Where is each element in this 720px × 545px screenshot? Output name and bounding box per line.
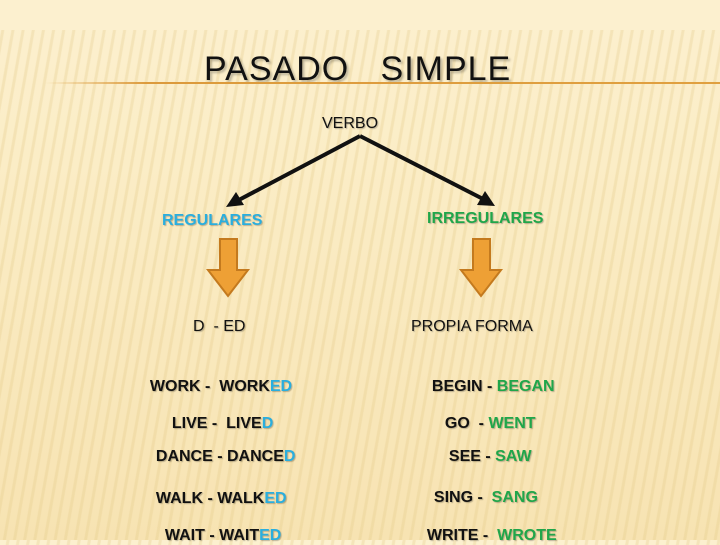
down-arrow-left-icon [205,238,251,298]
verb-past-ending: ED [264,490,287,507]
verb-past-ending: ED [259,527,282,544]
verb-past-stem: LIVE [226,415,262,432]
irregular-example: SEE - SAW [440,430,532,466]
branch-arrow-right-icon [359,134,495,206]
verb-past-ending: D [261,415,274,432]
regular-rule: D - ED [193,318,246,335]
verb-base: WRITE - [426,527,498,544]
verb-past: BEGAN [496,378,555,395]
irregular-example: GO - WENT [436,397,536,433]
verb-base: WORK - [149,378,220,395]
irregular-example: BEGIN - BEGAN [423,360,555,396]
verb-past: SANG [491,489,538,506]
regular-example: DANCE - DANCED [147,430,296,466]
verb-past: WROTE [497,527,557,544]
root-label: VERBO [322,115,379,132]
verb-base: BEGIN - [431,378,497,395]
irregular-rule: PROPIA FORMA [411,318,533,335]
verb-past-stem: WORK [219,378,270,395]
regular-example: WALK - WALKED [147,472,287,508]
verb-base: WALK - [155,490,218,507]
regular-example: LIVE - LIVED [163,397,273,433]
irregulares-label: IRREGULARES [427,210,544,227]
verb-base: WAIT - [164,527,220,544]
verb-base: LIVE - [171,415,227,432]
verb-base: DANCE - [155,448,227,465]
regulares-label: REGULARES [162,212,263,229]
top-band [0,0,720,30]
verb-past-stem: WAIT [219,527,260,544]
irregular-example: SING - SANG [425,471,538,507]
branch-arrow-left-icon [226,134,361,207]
verb-base: GO - [444,415,489,432]
verb-past: WENT [488,415,536,432]
verb-past: SAW [495,448,532,465]
verb-past-stem: DANCE [227,448,284,465]
verb-past-ending: ED [269,378,293,395]
title-underline [45,82,720,84]
down-arrow-right-icon [458,238,504,298]
verb-base: SING - [433,489,492,506]
verb-past-stem: WALK [217,490,265,507]
regular-example: WORK - WORKED [141,360,292,396]
slide-title: PASADO SIMPLE [204,50,512,88]
verb-past-ending: D [283,448,296,465]
verb-base: SEE - [448,448,496,465]
